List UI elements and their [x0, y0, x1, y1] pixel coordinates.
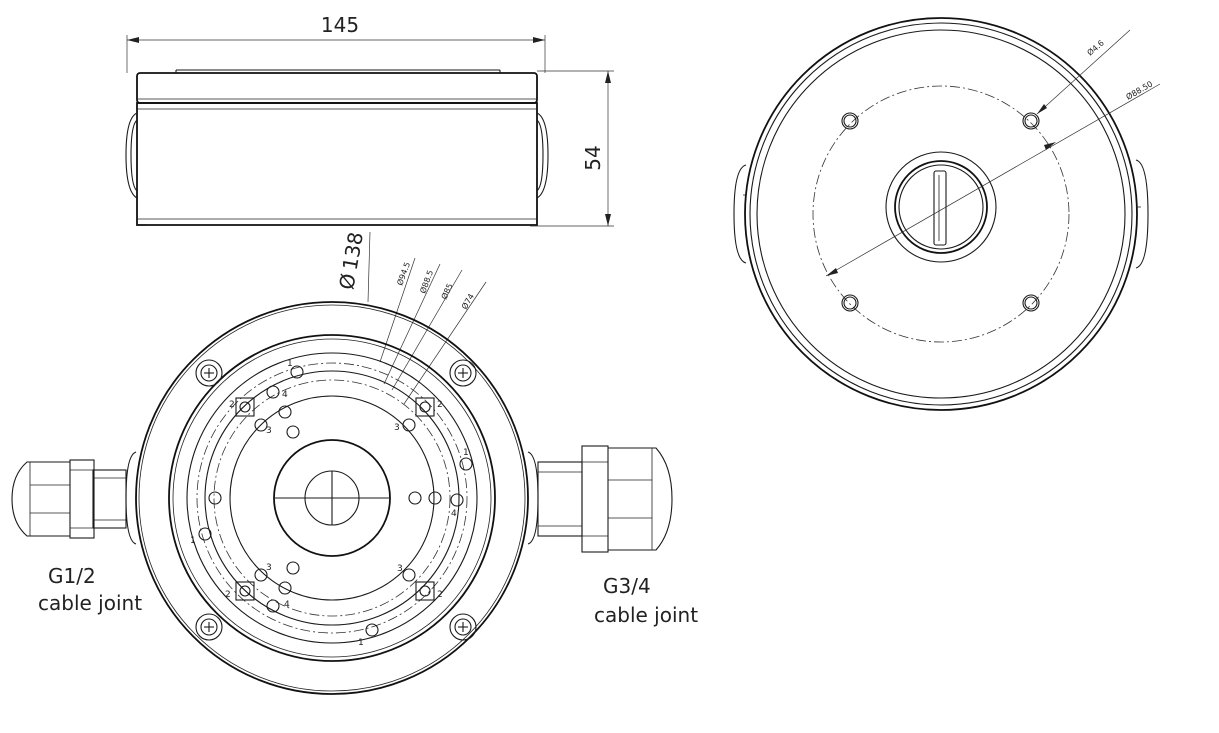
hole-label: 1	[463, 448, 469, 458]
diameter-88-5-label: Ø88.5	[417, 269, 435, 295]
hole-label: 4	[284, 600, 290, 610]
hole-label: 1	[190, 536, 196, 546]
square-boss-icon	[415, 397, 435, 417]
hole-label: 3	[266, 563, 272, 573]
corner-screw-icon	[195, 613, 223, 641]
hole-label: 4	[282, 390, 288, 400]
hole-label: 3	[397, 564, 403, 574]
hole-label: 3	[266, 426, 272, 436]
corner-screw-icon	[449, 613, 477, 641]
square-boss-icon	[235, 397, 255, 417]
corner-screw-icon	[449, 359, 477, 387]
side-view: 145 54	[125, 13, 614, 227]
hole-label: 1	[358, 638, 364, 648]
height-dimension-label: 54	[581, 145, 605, 170]
top-view: Ø138 Ø94.5 Ø88.5 Ø85 Ø74	[11, 230, 698, 695]
diameter-74-label: Ø74	[459, 292, 476, 311]
hole-label: 1	[287, 359, 293, 369]
left-gland-size-label: G1/2	[48, 564, 96, 588]
square-boss-icon	[415, 581, 435, 601]
mount-holes	[198, 365, 473, 637]
center-plug-icon	[885, 151, 997, 263]
hole-label: 2	[437, 590, 443, 600]
width-dimension-label: 145	[321, 13, 359, 37]
left-cable-gland-icon	[11, 459, 127, 539]
hole-label: 4	[451, 509, 457, 519]
right-gland-size-label: G3/4	[603, 574, 651, 598]
square-boss-icon	[235, 581, 255, 601]
diameter-138-label: Ø138	[334, 230, 368, 291]
diameter-85-label: Ø85	[439, 282, 455, 301]
hole-label: 3	[394, 423, 400, 433]
hole-label: 2	[437, 400, 443, 410]
hole-label: 2	[229, 400, 235, 410]
left-gland-text-label: cable joint	[38, 591, 142, 615]
right-gland-text-label: cable joint	[594, 603, 698, 627]
bottom-holes	[841, 112, 1040, 312]
bottom-view: Ø88.50 Ø4.6	[733, 17, 1161, 411]
right-cable-gland-icon	[537, 445, 673, 553]
corner-screw-icon	[195, 359, 223, 387]
hole-label: 2	[225, 590, 231, 600]
